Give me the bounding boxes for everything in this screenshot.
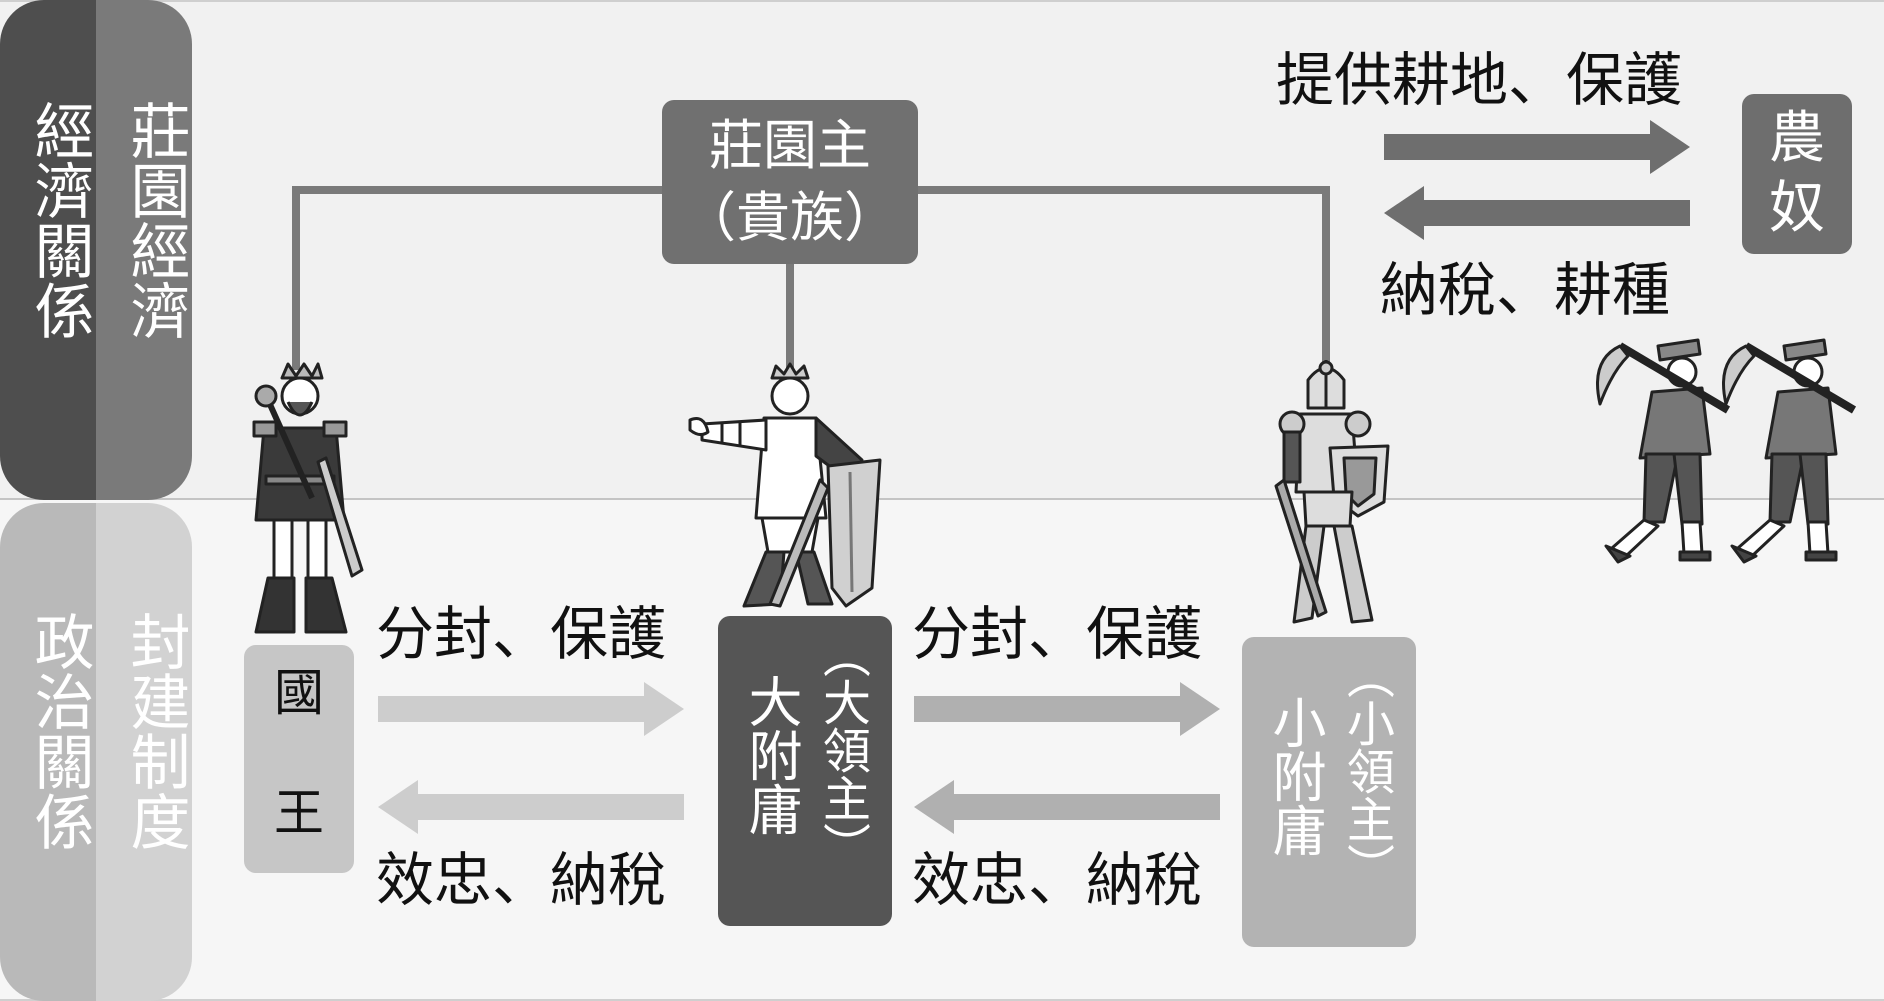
political-relation-column: 政治關係 <box>0 503 96 1001</box>
manor-economy-label: 莊園經濟 <box>120 100 190 340</box>
arrow-lord-to-serf <box>1384 120 1690 174</box>
big-vassal-label: 大附庸 <box>739 674 802 836</box>
small-vassal-label: 小附庸 <box>1263 695 1326 857</box>
small-lord-label: （小領主） <box>1338 651 1394 891</box>
arrow-serf-to-lord <box>1384 186 1690 240</box>
lord-to-knight-connector <box>918 186 1330 370</box>
lord-to-king-connector <box>292 186 662 370</box>
king-figure-icon <box>252 362 364 634</box>
feudal-system-column: 封建制度 <box>96 503 192 1001</box>
label-provide-land-protection: 提供耕地、保護 <box>1276 46 1683 114</box>
arrow-king-to-big-vassal <box>378 682 684 736</box>
arrow-small-to-big-vassal <box>914 780 1220 834</box>
political-side-panel: 政治關係 封建制度 <box>0 503 192 1001</box>
feudal-system-label: 封建制度 <box>120 611 190 851</box>
political-relation-label: 政治關係 <box>24 611 94 851</box>
serf-figure-icon-2 <box>1722 338 1857 564</box>
serf-label-1: 農 <box>1769 106 1825 171</box>
label-big-enfeoff-protect: 分封、保護 <box>912 600 1203 668</box>
economic-band <box>0 0 1884 500</box>
king-label-1: 國 <box>274 664 324 722</box>
serf-figure-icon <box>1596 338 1731 564</box>
small-vassal-box: 小附庸 （小領主） <box>1242 637 1416 947</box>
serf-box: 農 奴 <box>1742 94 1852 254</box>
economic-relation-label: 經濟關係 <box>24 100 94 340</box>
arrow-big-to-small-vassal <box>914 682 1220 736</box>
big-vassal-box: 大附庸 （大領主） <box>718 616 892 926</box>
manor-lord-box: 莊園主 （貴族） <box>662 100 918 264</box>
king-label-2: 王 <box>274 784 324 842</box>
manor-economy-column: 莊園經濟 <box>96 0 192 500</box>
label-big-loyalty-tax: 效忠、納稅 <box>376 846 667 914</box>
economic-relation-column: 經濟關係 <box>0 0 96 500</box>
arrow-big-vassal-to-king <box>378 780 684 834</box>
manor-lord-subtitle: （貴族） <box>682 186 898 249</box>
label-tax-farming: 納稅、耕種 <box>1380 256 1671 324</box>
small-vassal-figure-icon <box>1274 360 1390 624</box>
big-vassal-figure-icon <box>688 362 882 608</box>
label-small-loyalty-tax: 效忠、納稅 <box>912 846 1203 914</box>
big-lord-label: （大領主） <box>814 630 870 870</box>
label-king-enfeoff-protect: 分封、保護 <box>376 600 667 668</box>
serf-label-2: 奴 <box>1769 176 1825 241</box>
economic-side-panel: 經濟關係 莊園經濟 <box>0 0 192 500</box>
king-box: 國 王 <box>244 645 354 873</box>
manor-lord-title: 莊園主 <box>709 114 871 177</box>
